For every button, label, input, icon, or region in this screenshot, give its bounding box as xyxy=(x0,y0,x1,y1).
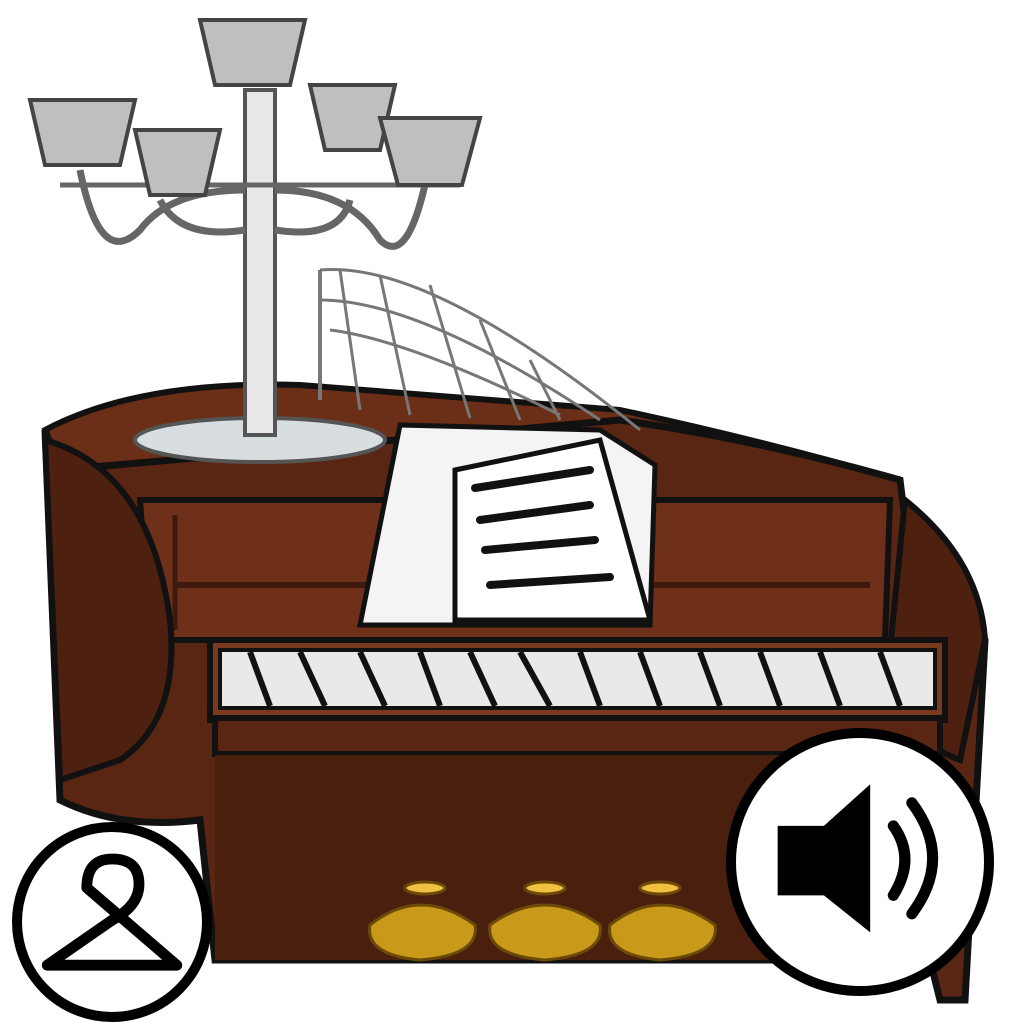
hanger-icon xyxy=(41,853,183,971)
candelabra-stem xyxy=(243,88,277,437)
piano-keys xyxy=(218,648,937,710)
candle-cups xyxy=(27,18,483,197)
sheet-music-lines xyxy=(471,466,614,589)
cobweb xyxy=(318,267,641,432)
sound-badge[interactable] xyxy=(726,728,994,996)
piano-pedals xyxy=(368,880,717,962)
black-keys xyxy=(247,650,903,708)
piano-left-arm xyxy=(41,435,175,785)
wearable-badge[interactable] xyxy=(12,822,212,1022)
speaker-icon xyxy=(777,784,939,933)
